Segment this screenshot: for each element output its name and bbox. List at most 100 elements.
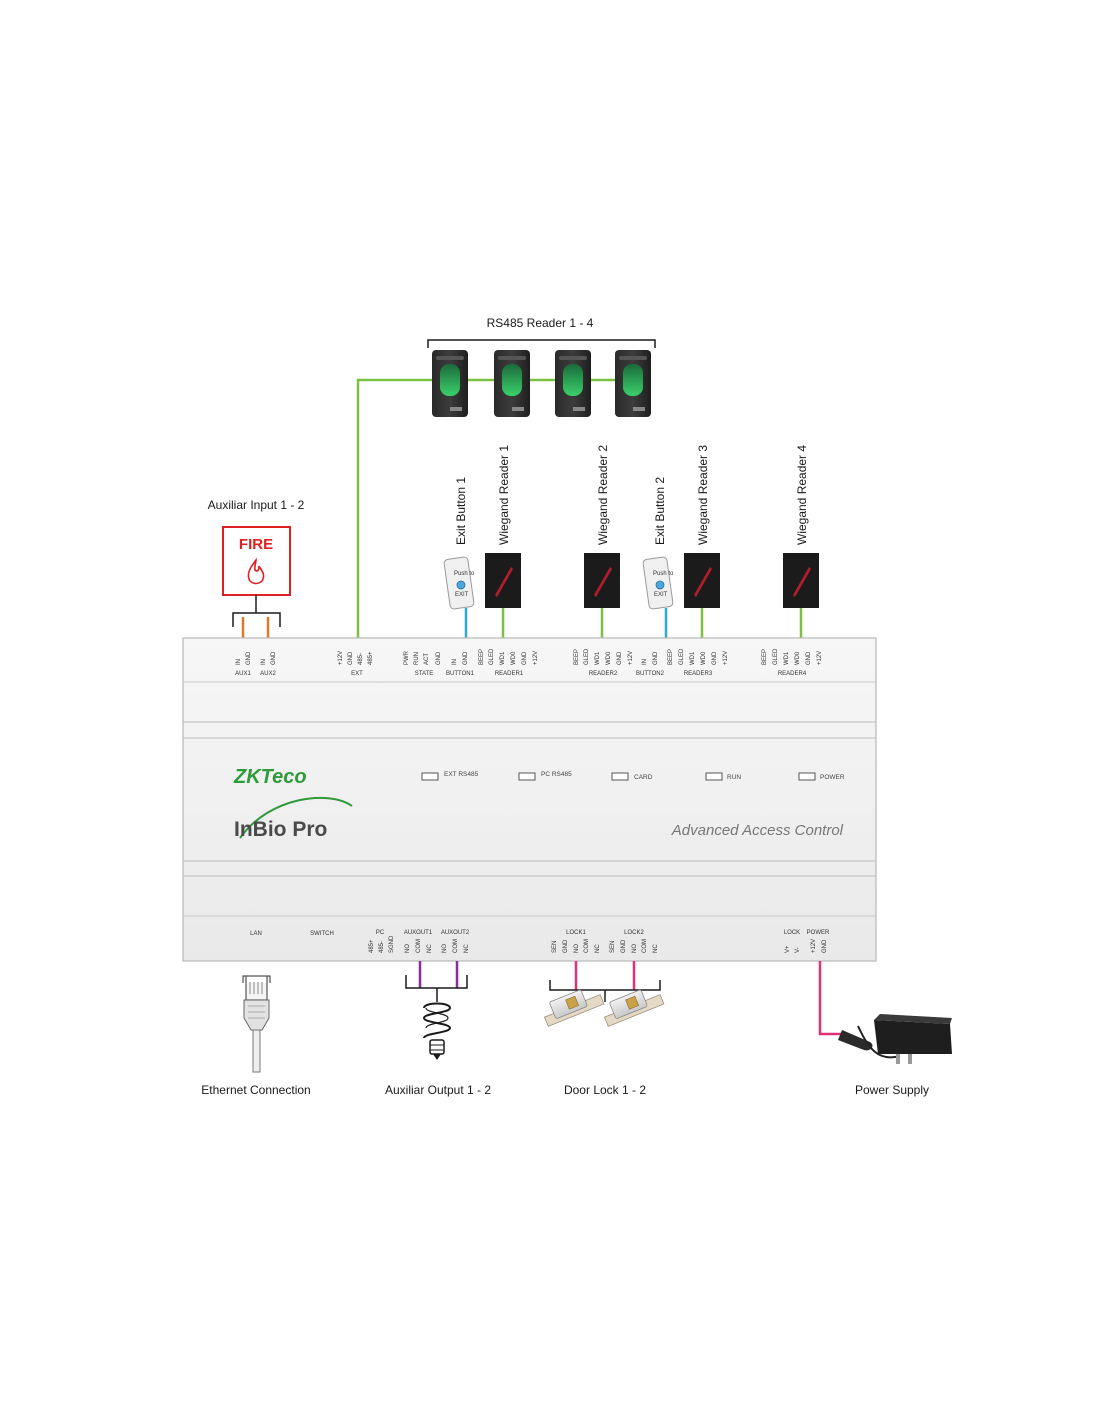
pin-button1-in: IN	[452, 659, 458, 665]
fire-alarm: FIRE	[222, 526, 291, 596]
rs485-reader-4	[615, 350, 651, 417]
pin-reader3-beep: BEEP	[668, 649, 674, 665]
pin-pc-485minus: 485-	[379, 941, 385, 953]
exit-button-1: Push to EXIT	[443, 556, 475, 610]
group-lock2: LOCK2	[624, 930, 644, 936]
door-lock-2-icon	[603, 989, 665, 1027]
wiegand-reader-2	[584, 553, 620, 608]
group-auxout1: AUXOUT1	[404, 930, 433, 936]
group-lan: LAN	[250, 931, 262, 937]
pin-pc-sgnd: SGND	[389, 935, 395, 953]
led-ext-rs485-label: EXT RS485	[444, 771, 479, 778]
pin-lock2-sen: SEN	[610, 941, 616, 953]
group-button1: BUTTON1	[446, 671, 475, 677]
led-card	[611, 772, 629, 781]
pin-button2-gnd: GND	[653, 651, 659, 665]
wiegand-reader-2-label: Wiegand Reader 2	[596, 445, 610, 545]
rs485-reader-2	[494, 350, 530, 417]
group-pc: PC	[376, 930, 385, 936]
led-power	[798, 772, 816, 781]
pin-reader1-wd1: WD1	[500, 651, 506, 665]
led-indicators: EXT RS485 PC RS485 CARD RUN POWER	[421, 771, 845, 781]
group-button2: BUTTON2	[636, 671, 665, 677]
wiegand-reader-1	[485, 553, 521, 608]
zkteco-logo: ZKTeco	[233, 766, 307, 788]
pin-power-gnd: GND	[822, 939, 828, 953]
pin-lock-vminus: V-	[795, 947, 801, 953]
led-pc-rs485	[518, 772, 536, 781]
top-terminal-strip: IN GND IN GND AUX1 AUX2 +12V GND 485- 48…	[235, 648, 823, 677]
pin-reader1-12v: +12V	[533, 651, 539, 665]
power-wire	[818, 961, 842, 1036]
pin-ext-gnd: GND	[348, 651, 354, 665]
pin-reader4-wd0: WD0	[795, 651, 801, 665]
exit-button-1-label: Exit Button 1	[454, 477, 468, 545]
pin-reader3-gnd: GND	[712, 651, 718, 665]
pin-reader3-12v: +12V	[723, 651, 729, 665]
door-lock-label: Door Lock 1 - 2	[564, 1083, 646, 1097]
pin-aux2-in: IN	[261, 659, 267, 665]
wiegand-reader-1-label: Wiegand Reader 1	[497, 445, 511, 545]
product-swoosh-icon	[239, 796, 353, 839]
pin-reader2-gled: GLED	[584, 648, 590, 665]
pin-reader4-12v: +12V	[817, 651, 823, 665]
bottom-terminal-strip: LAN SWITCH PC 485+ 485- SGND AUXOUT1 NO …	[250, 930, 830, 953]
pin-lock1-nc: NC	[595, 944, 601, 953]
pin-lock2-gnd: GND	[621, 939, 627, 953]
pin-lock1-com: COM	[584, 939, 590, 953]
pin-state-run: RUN	[414, 652, 420, 665]
pin-auxout1-com: COM	[416, 939, 422, 953]
flame-icon	[247, 557, 265, 585]
product-tagline: Advanced Access Control	[671, 822, 844, 839]
group-lock: LOCK	[784, 930, 800, 936]
wiegand-reader-4	[783, 553, 819, 608]
aux-output-label: Auxiliar Output 1 - 2	[385, 1083, 491, 1097]
rs485-reader-3	[555, 350, 591, 417]
group-aux2: AUX2	[260, 671, 276, 677]
ethernet-connector-icon	[242, 975, 271, 1073]
pin-power-12v: +12V	[811, 939, 817, 953]
wiegand-reader-4-label: Wiegand Reader 4	[795, 445, 809, 545]
led-card-label: CARD	[634, 774, 653, 781]
pin-reader2-wd0: WD0	[606, 651, 612, 665]
led-pc-rs485-label: PC RS485	[541, 771, 572, 778]
svg-text:Push to: Push to	[454, 571, 475, 577]
pin-reader1-beep: BEEP	[479, 649, 485, 665]
pin-lock1-no: NO	[574, 944, 580, 953]
group-lock1: LOCK1	[566, 930, 586, 936]
svg-text:Push to: Push to	[653, 571, 674, 577]
door-lock-1-icon	[543, 989, 605, 1027]
pin-reader4-beep: BEEP	[762, 649, 768, 665]
pin-reader2-beep: BEEP	[574, 649, 580, 665]
svg-text:EXIT: EXIT	[455, 592, 469, 598]
rs485-reader-1	[432, 350, 468, 417]
exit-button-2: Push to EXIT	[642, 556, 674, 610]
led-power-label: POWER	[820, 774, 845, 781]
pin-ext-12v: +12V	[338, 651, 344, 665]
group-ext: EXT	[351, 671, 363, 677]
led-run-label: RUN	[727, 774, 741, 781]
group-aux1: AUX1	[235, 671, 251, 677]
pin-aux1-gnd: GND	[246, 651, 252, 665]
pin-aux1-in: IN	[236, 659, 242, 665]
group-auxout2: AUXOUT2	[441, 930, 470, 936]
pin-reader2-12v: +12V	[628, 651, 634, 665]
pin-state-gnd: GND	[436, 651, 442, 665]
rs485-readers-label: RS485 Reader 1 - 4	[487, 316, 594, 330]
pin-reader2-wd1: WD1	[595, 651, 601, 665]
pin-state-pwr: PWR	[404, 650, 410, 665]
group-reader3: READER3	[684, 671, 713, 677]
pin-reader2-gnd: GND	[617, 651, 623, 665]
pin-reader3-wd0: WD0	[701, 651, 707, 665]
ethernet-label: Ethernet Connection	[201, 1083, 310, 1097]
pin-lock1-gnd: GND	[563, 939, 569, 953]
group-reader2: READER2	[589, 671, 618, 677]
lightbulb-icon	[422, 1002, 452, 1060]
aux-input-label: Auxiliar Input 1 - 2	[208, 498, 305, 512]
pin-reader4-wd1: WD1	[784, 651, 790, 665]
rs485-wire	[356, 378, 432, 640]
pin-reader1-wd0: WD0	[511, 651, 517, 665]
pin-state-act: ACT	[424, 653, 430, 665]
power-adapter-icon	[838, 1014, 952, 1064]
